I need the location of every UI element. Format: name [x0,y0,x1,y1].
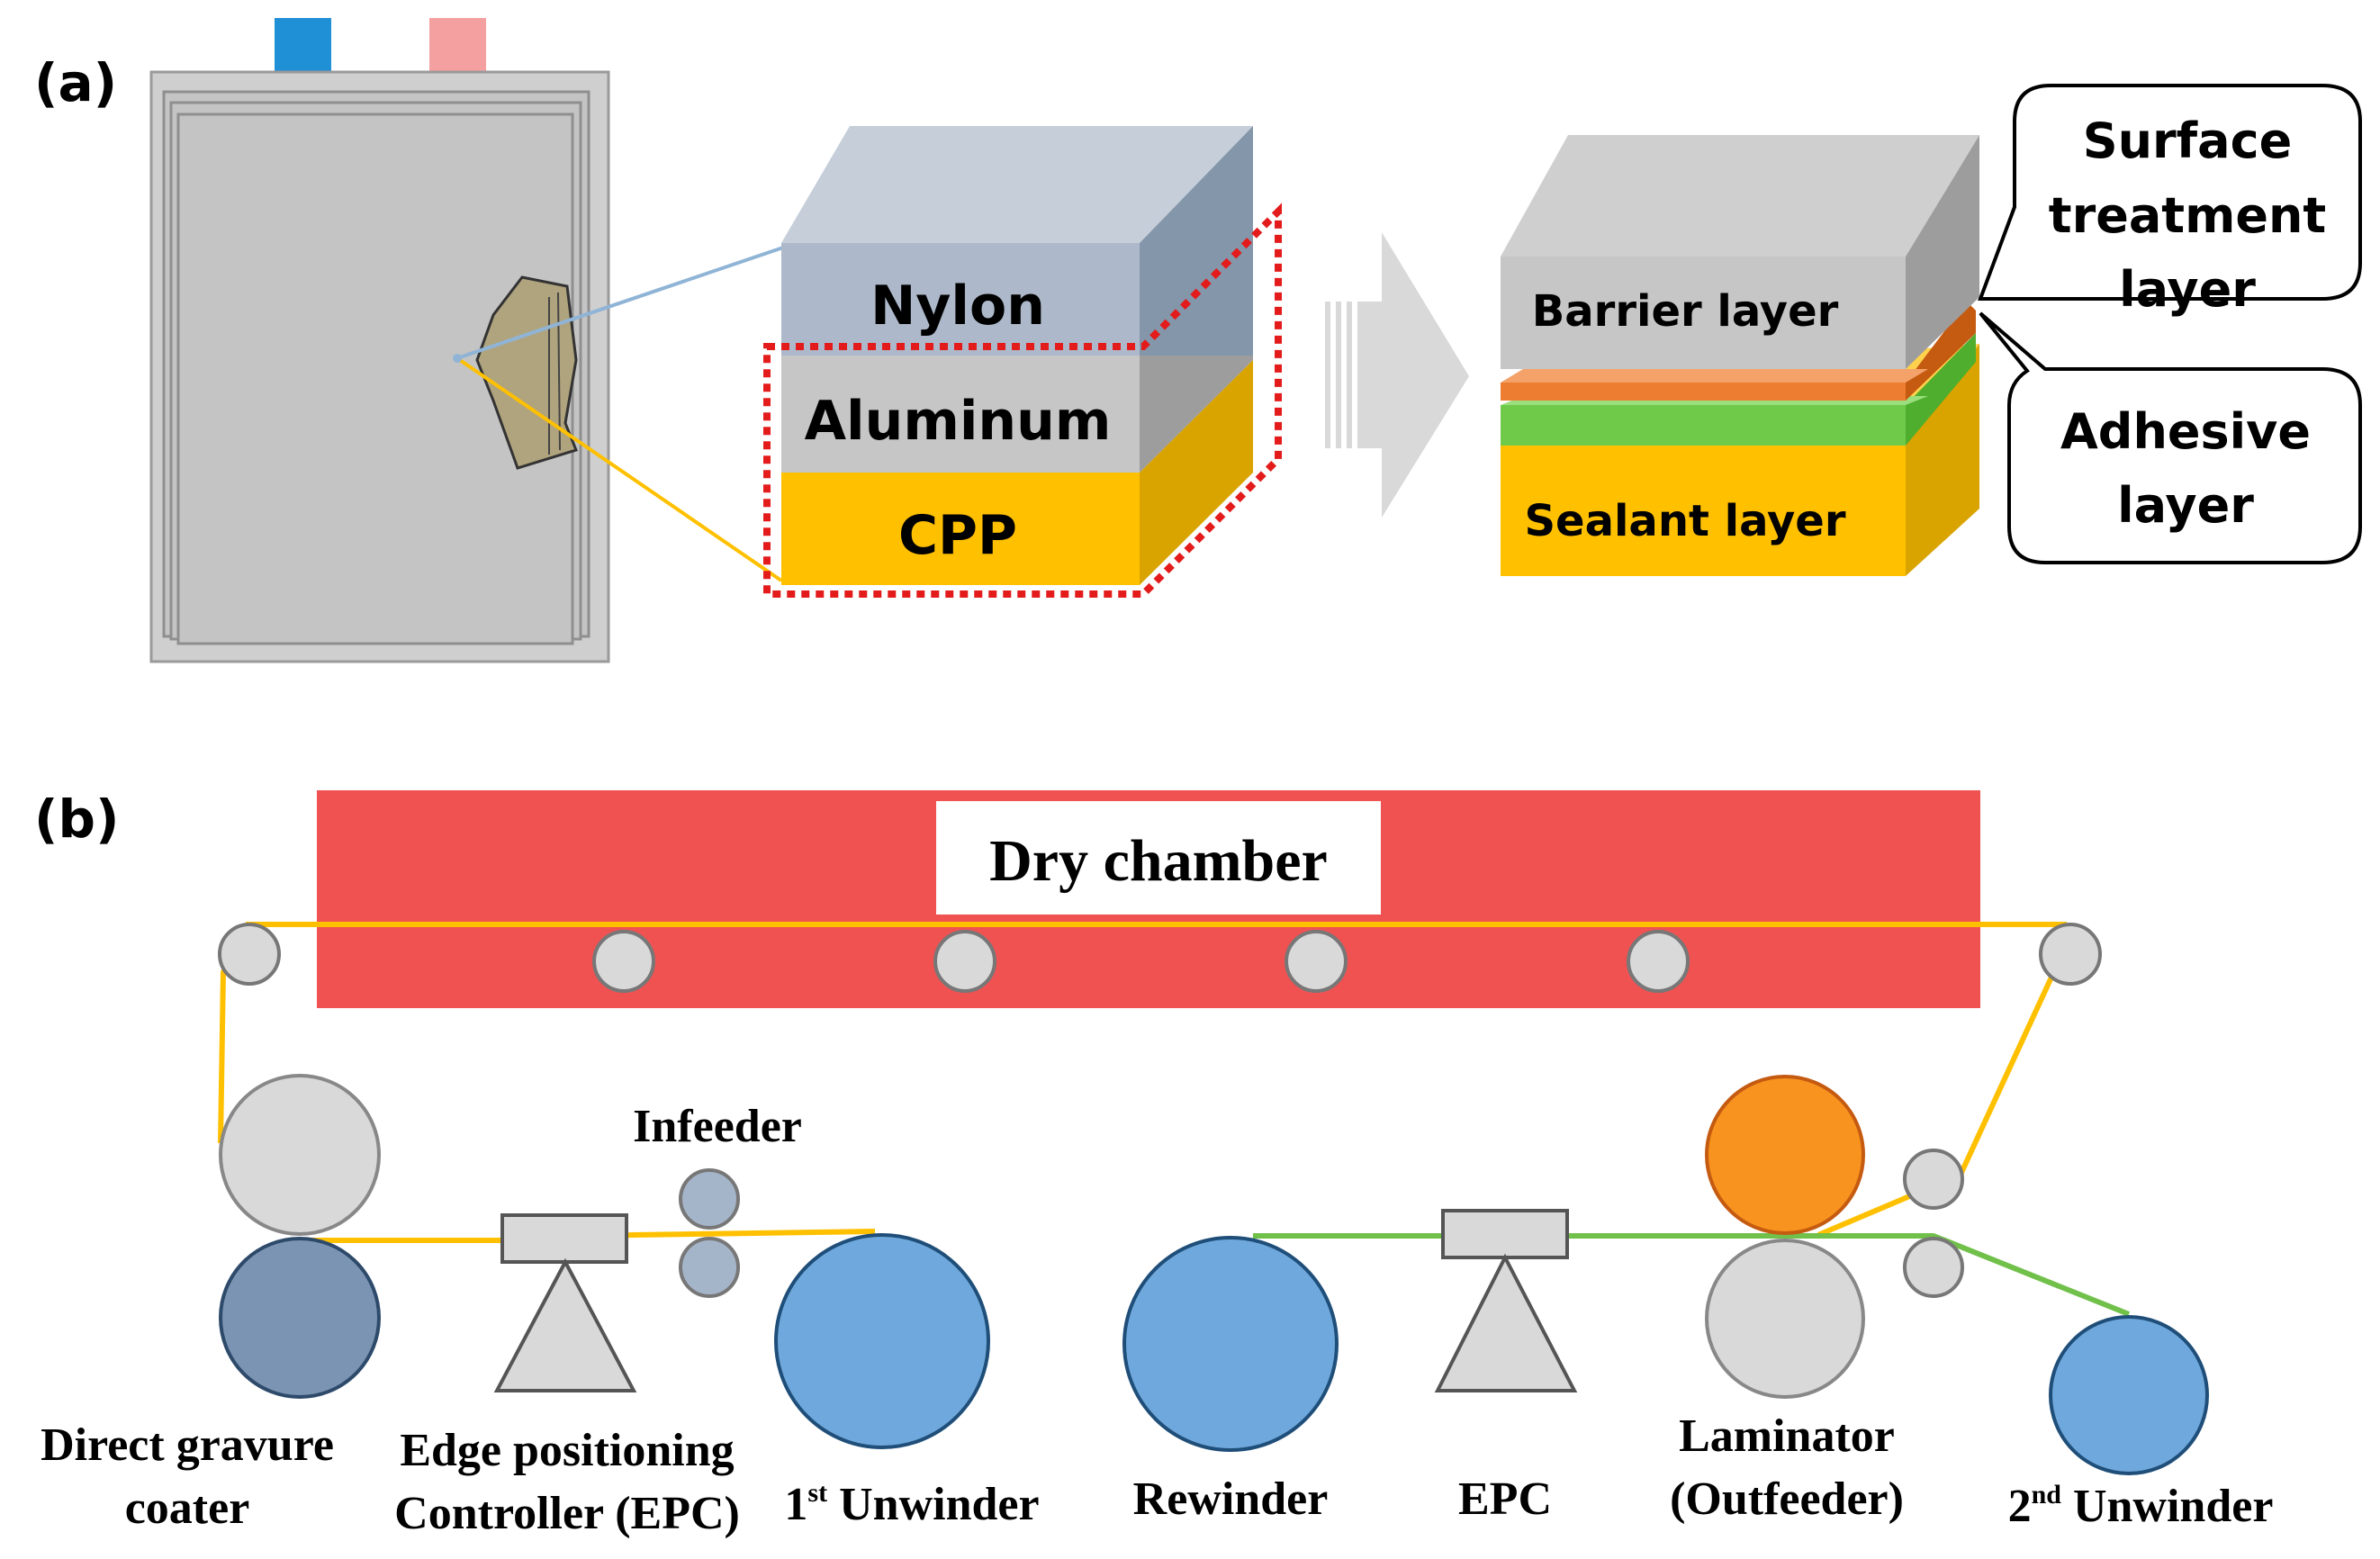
callout-adhesive: Adhesive layer [1979,311,2362,564]
epc-stand [1434,1253,1578,1392]
outfeeder-roller-bottom [1903,1237,1964,1298]
panel-b-label: (b) [34,789,120,850]
laminator-heat-roller [1705,1075,1865,1235]
dry-chamber-label-box [936,801,1381,915]
label-nylon: Nylon [870,275,1045,338]
callout-surface-line3: layer [2119,261,2256,318]
outfeeder-roller-top [1903,1149,1964,1210]
unwinder2-word: Unwinder [2061,1481,2273,1532]
adhesive-front [1501,405,1906,446]
coater-impression-roller [219,1074,381,1236]
label-coater-line2: coater [125,1482,250,1534]
surface-treatment-front [1501,383,1906,401]
epc-stand [493,1257,637,1392]
label-cpp: CPP [898,504,1017,567]
layer-nylon [781,243,1140,356]
laminator [1705,1075,1865,1399]
laminator-nip-roller [1705,1239,1865,1399]
callout-adhesive-line1: Adhesive [2060,403,2311,460]
label-barrier-layer: Barrier layer [1532,286,1839,337]
label-first-unwinder: 1st Unwinder [784,1478,1039,1530]
block-top-face [781,126,1253,243]
callout-surface-treatment: Surface treatment layer [1978,84,2362,318]
guide-roller [592,930,655,993]
block-side-nylon [1140,126,1253,356]
label-laminator-line1: Laminator [1679,1410,1895,1462]
pouch-cell-illustration [149,18,610,663]
guide-roller [933,930,996,993]
rewinder-roll [1122,1236,1339,1452]
sealant-side [1906,344,1979,576]
barrier-side [1906,135,1979,369]
leader-line-nylon [456,246,784,360]
transition-arrow [1325,232,1469,518]
label-infeeder: Infeeder [633,1101,802,1152]
label-aluminum: Aluminum [805,390,1112,453]
barrier-front [1501,257,1906,369]
label-coater-line1: Direct gravure [41,1419,334,1471]
layer-cpp [781,473,1140,585]
surface-treatment-side [1906,302,1976,401]
edge-positioning-controller [493,1213,637,1392]
coater-gravure-roller [219,1237,381,1399]
second-unwinder-roll [2049,1315,2209,1475]
leader-line-cpp [455,356,783,582]
infeeder-roller-bottom [679,1237,740,1298]
dry-chamber-label: Dry chamber [989,828,1328,894]
guide-roller [1627,930,1690,993]
unwinder2-suffix: nd [2032,1480,2062,1509]
unwinder1-number: 1 [784,1479,807,1530]
infeeder [679,1168,740,1298]
label-epc-full-line2: Controller (EPC) [394,1488,740,1539]
epc-sensor [500,1213,628,1264]
epc-right [1434,1209,1578,1392]
infeeder-roller-top [679,1168,740,1230]
panel-a-label: (a) [34,52,117,113]
layer-aluminum [781,356,1140,473]
block-side-cpp [1140,360,1253,585]
first-unwinder-roll [774,1233,990,1449]
label-second-unwinder: 2nd Unwinder [2008,1480,2274,1532]
web-path-film [1253,1233,2131,1317]
sealant-front [1501,446,1906,576]
unwinder1-word: Unwinder [827,1479,1039,1530]
guide-roller [2039,923,2102,986]
barrier-top [1501,135,1979,257]
laminate-block: Nylon Aluminum CPP [763,126,1282,598]
label-epc-full-line1: Edge positioning [400,1425,734,1476]
layer-detail-block: Sealant layer Barrier layer [1501,135,1979,576]
label-rewinder: Rewinder [1133,1473,1329,1525]
direct-gravure-coater [219,1074,381,1399]
guide-roller [1285,930,1348,993]
unwinder1-suffix: st [807,1478,827,1508]
highlight-outline [763,203,1282,598]
callout-surface-line1: Surface [2083,113,2293,169]
guide-roller [218,923,281,986]
surface-treatment-top [1501,369,1928,383]
epc-sensor [1441,1209,1569,1259]
leader-origin [453,354,462,363]
callout-surface-line2: treatment [2049,187,2326,244]
label-laminator-line2: (Outfeeder) [1670,1473,1904,1525]
label-epc: EPC [1458,1473,1552,1525]
label-sealant-layer: Sealant layer [1524,496,1845,546]
unwinder2-number: 2 [2008,1481,2032,1532]
callout-adhesive-line2: layer [2117,477,2254,534]
block-side-aluminum [1140,356,1253,473]
adhesive-side [1906,333,1976,446]
chamber-rollers [218,923,2102,993]
cutaway-edge [557,292,561,451]
